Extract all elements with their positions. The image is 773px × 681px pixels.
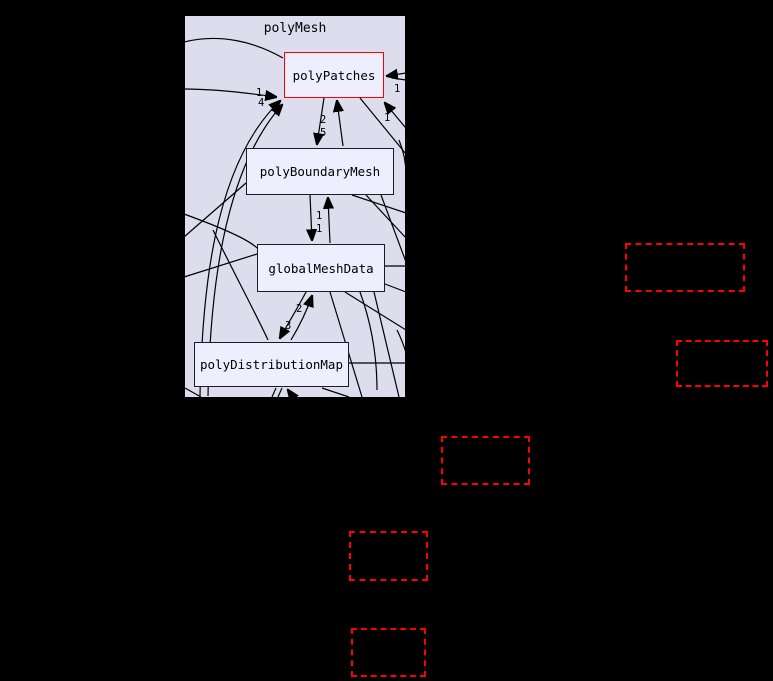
external-dir-node-4[interactable]: [349, 531, 428, 581]
external-dir-node-2[interactable]: [676, 340, 768, 387]
external-dir-node-3[interactable]: [441, 436, 530, 485]
cluster-title[interactable]: polyMesh: [263, 21, 327, 36]
node-polyDistributionMap[interactable]: polyDistributionMap: [194, 342, 349, 387]
external-dir-node-5[interactable]: [351, 628, 426, 677]
node-globalMeshData[interactable]: globalMeshData: [257, 244, 385, 292]
node-polyPatches[interactable]: polyPatches: [284, 52, 384, 98]
node-polyBoundaryMesh[interactable]: polyBoundaryMesh: [246, 148, 394, 195]
external-dir-node-1[interactable]: [625, 243, 745, 292]
